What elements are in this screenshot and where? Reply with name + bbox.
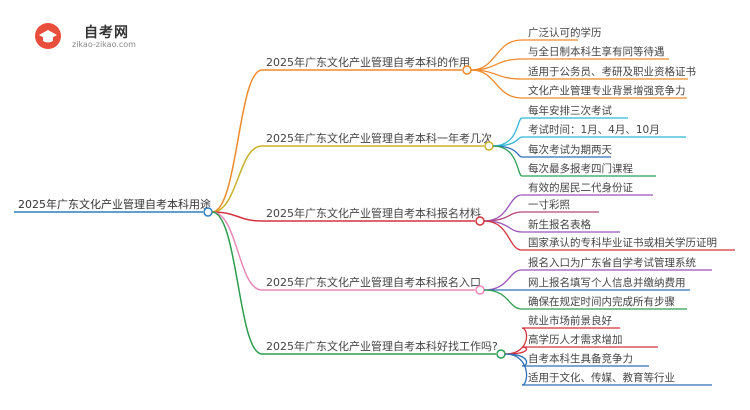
branch-label: 2025年广东文化产业管理自考本科一年考几次 [266,131,492,145]
branch-connector [211,211,263,355]
site-logo[interactable]: 自考网 zikao-zikao.com [34,20,174,54]
leaf-connector [483,269,523,291]
leaf-5-1: 就业市场前景良好 [504,314,620,355]
graduation-cap-icon [35,23,61,49]
leaf-connector [504,346,528,355]
root-node: 2025年广东文化产业管理自考本科用途 [14,197,213,217]
leaf-connector [492,145,523,158]
leaf-label: 文化产业管理专业背景增强竞争力 [528,84,686,97]
leaf-label: 每次最多报考四门课程 [528,162,633,175]
branch-node-circle [484,141,494,151]
leaf-label: 广泛认可的学历 [528,26,602,39]
leaf-connector [483,220,523,251]
leaf-label: 自考本科生具备竞争力 [528,352,633,365]
leaf-label: 一寸彩照 [528,198,570,211]
branch-4: 2025年广东文化产业管理自考本科报名入口 报名入口为广东省自学考试管理系统网上报… [211,211,712,310]
leaf-label: 就业市场前景良好 [528,314,612,327]
branch-label: 2025年广东文化产业管理自考本科的作用 [266,55,470,69]
leaf-connector [470,69,523,99]
leaf-connector [470,39,523,71]
leaf-3-3: 新生报名表格 [483,218,620,233]
leaf-3-1: 有效的居民二代身份证 [483,181,653,222]
leaf-2-2: 考试时间：1月、4月、10月 [492,123,686,147]
leaf-connector [492,145,523,177]
branch-node-circle [462,65,472,75]
leaf-label: 确保在规定时间内完成所有步骤 [528,295,675,308]
branch-label: 2025年广东文化产业管理自考本科好找工作吗? [266,339,498,353]
leaf-label: 国家承认的专科毕业证书或相关学历证明 [528,236,717,249]
leaf-label: 每年安排三次考试 [528,104,612,117]
root-label: 2025年广东文化产业管理自考本科用途 [18,197,211,211]
logo-url: zikao-zikao.com [72,40,136,49]
root-node-circle [203,207,213,217]
leaf-label: 高学历人才需求增加 [528,333,623,346]
branch-label: 2025年广东文化产业管理自考本科报名材料 [266,206,481,220]
leaf-label: 适用于公务员、考研及职业资格证书 [528,65,696,78]
leaf-connector [492,117,523,147]
branch-5: 2025年广东文化产业管理自考本科好找工作吗? 就业市场前景良好高学历人才需求增加… [211,211,712,386]
leaf-1-4: 文化产业管理专业背景增强竞争力 [470,69,687,99]
leaf-3-4: 国家承认的专科毕业证书或相关学历证明 [483,220,735,251]
leaf-2-4: 每次最多报考四门课程 [492,145,656,177]
branch-connector [211,211,263,222]
branch-3: 2025年广东文化产业管理自考本科报名材料 有效的居民二代身份证一寸彩照新生报名表… [211,181,735,251]
leaf-1-3: 适用于公务员、考研及职业资格证书 [470,65,696,80]
branch-connector [211,211,263,291]
leaf-4-3: 确保在规定时间内完成所有步骤 [483,289,687,310]
leaf-5-4: 适用于文化、传媒、教育等行业 [504,353,712,386]
leaf-connector [504,353,528,386]
leaf-label: 每次考试为期两天 [528,143,612,156]
logo-title: 自考网 [84,25,129,41]
leaf-connector [483,289,523,310]
leaf-label: 有效的居民二代身份证 [528,181,633,194]
leaf-3-2: 一寸彩照 [483,198,599,222]
branch-node-circle [475,285,485,295]
branch-2: 2025年广东文化产业管理自考本科一年考几次 每年安排三次考试考试时间：1月、4月… [211,104,686,213]
leaf-label: 考试时间：1月、4月、10月 [528,123,660,136]
leaf-label: 与全日制本科生享有同等待遇 [528,45,665,58]
branch-1: 2025年广东文化产业管理自考本科的作用 广泛认可的学历与全日制本科生享有同等待遇… [211,26,696,213]
branch-label: 2025年广东文化产业管理自考本科报名入口 [266,275,481,289]
leaf-2-3: 每次考试为期两天 [492,143,612,158]
leaf-5-3: 自考本科生具备竞争力 [504,352,649,367]
branch-connector [211,69,263,213]
branch-node-circle [496,349,506,359]
leaf-connector [504,327,528,355]
leaf-label: 网上报名填写个人信息并缴纳费用 [528,276,686,289]
branch-node-circle [475,216,485,226]
leaf-connector [483,194,523,222]
leaf-5-2: 高学历人才需求增加 [504,333,658,355]
leaf-label: 适用于文化、传媒、教育等行业 [528,371,675,384]
leaf-4-2: 网上报名填写个人信息并缴纳费用 [484,276,690,291]
leaf-label: 新生报名表格 [528,218,591,231]
branch-connector [211,145,263,213]
leaf-label: 报名入口为广东省自学考试管理系统 [528,256,696,269]
